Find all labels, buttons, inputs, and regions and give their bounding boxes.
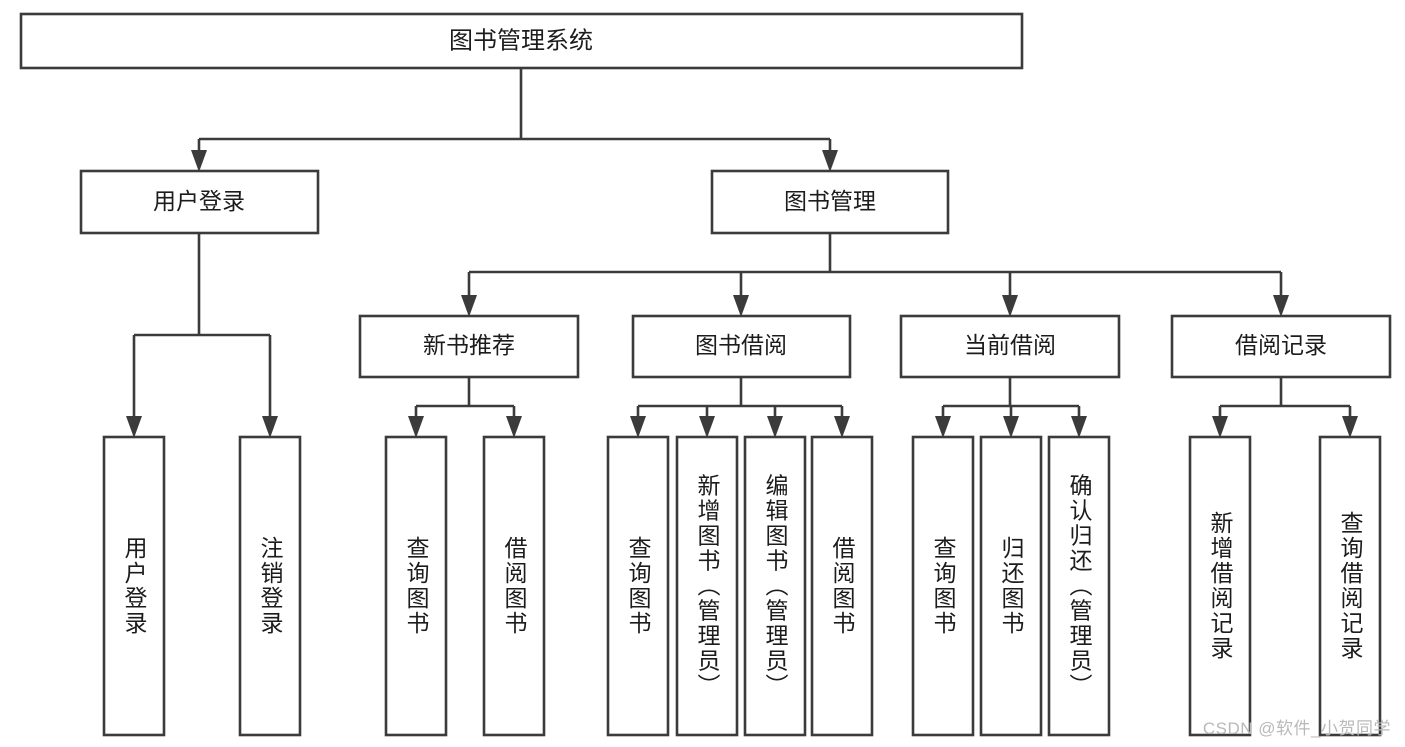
leaf-user-login-0[interactable]: 用户登录 <box>102 435 166 737</box>
leaf-new-book-recommend-1-box[interactable] <box>482 435 546 737</box>
leaf-user-login-1-box[interactable] <box>238 435 302 737</box>
leaf-book-borrow-1-box[interactable] <box>675 435 739 737</box>
node-book-management-box[interactable] <box>710 169 950 235</box>
node-borrow-record[interactable]: 借阅记录 <box>1170 314 1392 379</box>
leaf-book-borrow-3-label: 借阅图书 <box>829 536 856 636</box>
leaf-book-borrow-1-label: 新增图书（管理员） <box>694 474 721 699</box>
leaf-borrow-record-0-box[interactable] <box>1188 435 1252 737</box>
arrow-record-leaf-1 <box>1212 416 1228 438</box>
leaf-user-login-1-label: 注销登录 <box>257 536 284 636</box>
leaf-book-borrow-3[interactable]: 借阅图书 <box>810 435 874 737</box>
node-book-management[interactable]: 图书管理 <box>710 169 950 235</box>
leaf-user-login-0-box[interactable] <box>102 435 166 737</box>
node-borrow-record-box[interactable] <box>1170 314 1392 379</box>
node-book-borrow-label: 图书借阅 <box>695 332 787 358</box>
node-book-borrow[interactable]: 图书借阅 <box>631 314 852 379</box>
leaf-book-borrow-0-box[interactable] <box>606 435 670 737</box>
arrow-bookmgmt-mid-2 <box>733 295 749 317</box>
leaf-current-borrow-1-label: 归还图书 <box>998 536 1025 636</box>
leaf-user-login-1[interactable]: 注销登录 <box>238 435 302 737</box>
leaf-current-borrow-2[interactable]: 确认归还（管理员） <box>1047 435 1111 737</box>
leaf-current-borrow-2-label: 确认归还（管理员） <box>1066 474 1093 699</box>
leaf-book-borrow-2-box[interactable] <box>743 435 807 737</box>
node-current-borrow-label: 当前借阅 <box>964 332 1056 358</box>
leaf-book-borrow-0-label: 查询图书 <box>625 536 652 636</box>
arrow-current-leaf-1 <box>935 416 951 438</box>
leaf-new-book-recommend-0[interactable]: 查询图书 <box>384 435 448 737</box>
arrow-record-leaf-2 <box>1342 416 1358 438</box>
node-current-borrow[interactable]: 当前借阅 <box>899 314 1121 379</box>
leaf-borrow-record-1-box[interactable] <box>1318 435 1382 737</box>
leaf-book-borrow-2-label: 编辑图书（管理员） <box>762 474 789 699</box>
node-new-book-recommend[interactable]: 新书推荐 <box>358 314 580 379</box>
arrow-current-leaf-2 <box>1003 416 1019 438</box>
leaf-book-borrow-2[interactable]: 编辑图书（管理员） <box>743 435 807 737</box>
leaf-new-book-recommend-1[interactable]: 借阅图书 <box>482 435 546 737</box>
arrow-recommend-leaf-1 <box>408 416 424 438</box>
node-root[interactable]: 图书管理系统 <box>19 12 1024 70</box>
node-user-login-box[interactable] <box>79 169 320 235</box>
arrow-borrow-leaf-3 <box>767 416 783 438</box>
leaf-borrow-record-0-label: 新增借阅记录 <box>1207 511 1234 661</box>
leaf-user-login-0-label: 用户登录 <box>121 536 148 636</box>
arrow-userlogin-leaf-2 <box>262 416 278 438</box>
leaf-book-borrow-0[interactable]: 查询图书 <box>606 435 670 737</box>
arrow-borrow-leaf-4 <box>834 416 850 438</box>
leaf-current-borrow-1-box[interactable] <box>979 435 1043 737</box>
node-new-book-recommend-label: 新书推荐 <box>423 332 515 358</box>
node-book-borrow-box[interactable] <box>631 314 852 379</box>
leaf-book-borrow-1[interactable]: 新增图书（管理员） <box>675 435 739 737</box>
leaf-new-book-recommend-0-box[interactable] <box>384 435 448 737</box>
arrow-recommend-leaf-2 <box>506 416 522 438</box>
node-root-box[interactable] <box>19 12 1024 70</box>
arrow-root-to-user-login <box>191 150 207 172</box>
arrow-borrow-leaf-2 <box>699 416 715 438</box>
arrow-borrow-leaf-1 <box>630 416 646 438</box>
arrow-userlogin-leaf-1 <box>126 416 142 438</box>
csdn-watermark: CSDN @软件_小贺同学 <box>1202 719 1391 738</box>
leaf-borrow-record-1-label: 查询借阅记录 <box>1337 511 1364 661</box>
arrow-root-to-book-mgmt <box>822 150 838 172</box>
node-book-management-label: 图书管理 <box>784 188 876 214</box>
arrow-current-leaf-3 <box>1071 416 1087 438</box>
node-borrow-record-label: 借阅记录 <box>1235 332 1327 358</box>
leaf-current-borrow-1[interactable]: 归还图书 <box>979 435 1043 737</box>
leaf-current-borrow-0-box[interactable] <box>911 435 975 737</box>
leaf-current-borrow-0-label: 查询图书 <box>930 536 957 636</box>
leaf-current-borrow-2-box[interactable] <box>1047 435 1111 737</box>
node-new-book-recommend-box[interactable] <box>358 314 580 379</box>
arrow-bookmgmt-mid-1 <box>461 295 477 317</box>
node-user-login[interactable]: 用户登录 <box>79 169 320 235</box>
arrow-bookmgmt-mid-4 <box>1273 295 1289 317</box>
leaf-new-book-recommend-0-label: 查询图书 <box>403 536 430 636</box>
node-current-borrow-box[interactable] <box>899 314 1121 379</box>
node-root-label: 图书管理系统 <box>449 27 593 54</box>
leaf-borrow-record-1[interactable]: 查询借阅记录 <box>1318 435 1382 737</box>
arrow-bookmgmt-mid-3 <box>1002 295 1018 317</box>
leaf-borrow-record-0[interactable]: 新增借阅记录 <box>1188 435 1252 737</box>
leaf-new-book-recommend-1-label: 借阅图书 <box>501 536 528 636</box>
node-user-login-label: 用户登录 <box>153 188 245 214</box>
leaf-current-borrow-0[interactable]: 查询图书 <box>911 435 975 737</box>
connector-layer <box>126 68 1358 438</box>
leaf-book-borrow-3-box[interactable] <box>810 435 874 737</box>
